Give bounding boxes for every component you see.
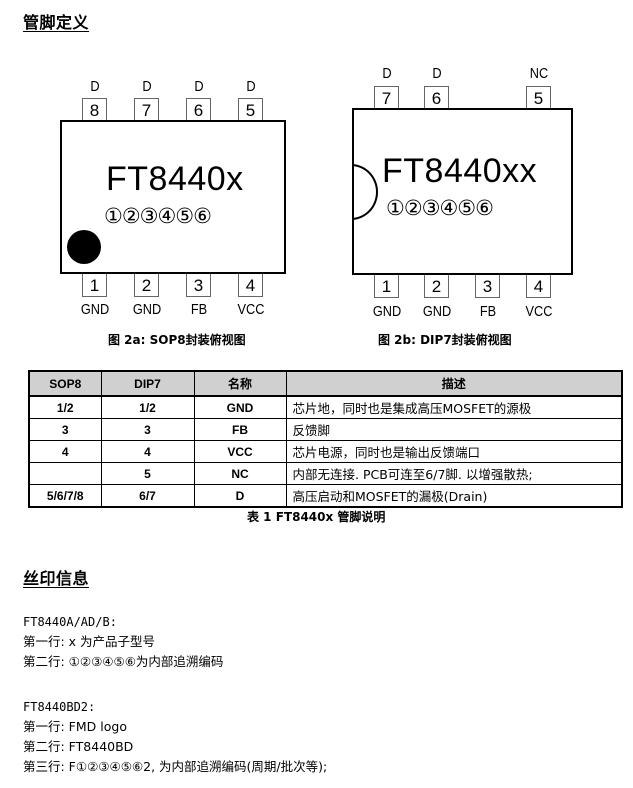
dip7-pin-label: FB [479, 303, 497, 320]
table-row: 1/2 1/2 GND 芯片地，同时也是集成高压MOSFET的源极 [28, 395, 623, 419]
table-row: 5/6/7/8 6/7 D 高压启动和MOSFET的漏极(Drain) [28, 484, 623, 508]
dip7-pin: 7 [374, 86, 399, 109]
marking-group-1: FT8440A/AD/B: 第一行: x 为产品子型号 第二行: ①②③④⑤⑥为… [23, 612, 223, 672]
cell-name: GND [193, 395, 287, 419]
dip7-caption: 图 2b: DIP7封装俯视图 [378, 333, 512, 347]
marking-line: 第三行: F①②③④⑤⑥2, 为内部追溯编码(周期/批次等); [23, 759, 328, 774]
cell-sop8 [28, 462, 102, 485]
pin-description-table: SOP8 DIP7 名称 描述 1/2 1/2 GND 芯片地，同时也是集成高压… [28, 370, 623, 508]
sop8-pin-label: D [142, 78, 152, 95]
table-row: 4 4 VCC 芯片电源，同时也是输出反馈端口 [28, 440, 623, 463]
marking-line: 第一行: x 为产品子型号 [23, 634, 156, 649]
cell-dip7: 1/2 [100, 395, 195, 419]
dip7-pin-label: VCC [525, 303, 553, 320]
sop8-chip-code: ①②③④⑤⑥ [104, 204, 212, 228]
dip7-pin: 5 [526, 86, 551, 109]
sop8-pin: 3 [186, 274, 211, 297]
cell-dip7: 6/7 [100, 484, 195, 508]
cell-name: NC [193, 462, 287, 485]
dip7-chip-code: ①②③④⑤⑥ [386, 196, 494, 220]
table-row: 5 NC 内部无连接. PCB可连至6/7脚. 以增强散热; [28, 462, 623, 485]
column-header: SOP8 [28, 370, 102, 397]
cell-desc: 反馈脚 [285, 418, 623, 441]
marking-model: FT8440A/AD/B: [23, 615, 117, 629]
marking-line: 第二行: FT8440BD [23, 739, 134, 754]
cell-dip7: 4 [100, 440, 195, 463]
cell-desc: 芯片电源，同时也是输出反馈端口 [285, 440, 623, 463]
sop8-caption: 图 2a: SOP8封装俯视图 [108, 333, 246, 347]
cell-sop8: 1/2 [28, 395, 102, 419]
column-header: 名称 [193, 370, 287, 397]
dip7-pin: 3 [475, 275, 500, 298]
sop8-pin: 8 [82, 98, 107, 121]
cell-dip7: 3 [100, 418, 195, 441]
sop8-pin: 6 [186, 98, 211, 121]
marking-line: 第一行: FMD logo [23, 719, 127, 734]
sop8-pin-label: VCC [237, 301, 265, 318]
sop8-pin: 7 [134, 98, 159, 121]
sop8-pin-label: D [194, 78, 204, 95]
sop8-pin-label: D [90, 78, 100, 95]
column-header: DIP7 [100, 370, 195, 397]
marking-model: FT8440BD2: [23, 700, 96, 714]
sop8-pin: 4 [238, 274, 263, 297]
cell-sop8: 5/6/7/8 [28, 484, 102, 508]
cell-desc: 高压启动和MOSFET的漏极(Drain) [285, 484, 623, 508]
sop8-pin: 1 [82, 274, 107, 297]
dip7-pin: 2 [424, 275, 449, 298]
dip7-pin: 4 [526, 275, 551, 298]
table-row: 3 3 FB 反馈脚 [28, 418, 623, 441]
dip7-pin: 6 [424, 86, 449, 109]
marking-group-2: FT8440BD2: 第一行: FMD logo 第二行: FT8440BD 第… [23, 697, 327, 777]
marking-line: 第二行: ①②③④⑤⑥为内部追溯编码 [23, 654, 224, 669]
cell-desc: 芯片地，同时也是集成高压MOSFET的源极 [285, 395, 623, 419]
table-header-row: SOP8 DIP7 名称 描述 [28, 370, 623, 397]
section-title-pin-definition: 管脚定义 [23, 13, 90, 32]
dip7-pin-label: D [382, 65, 392, 82]
dip7-pin: 1 [374, 275, 399, 298]
sop8-chip-body: FT8440x ①②③④⑤⑥ [60, 120, 286, 274]
cell-name: VCC [193, 440, 287, 463]
pin1-dot-icon [67, 230, 101, 264]
cell-sop8: 4 [28, 440, 102, 463]
dip7-chip-name: FT8440xx [382, 152, 538, 190]
sop8-pin: 5 [238, 98, 263, 121]
cell-dip7: 5 [100, 462, 195, 485]
cell-name: D [193, 484, 287, 508]
chip-edge [352, 160, 354, 224]
cell-sop8: 3 [28, 418, 102, 441]
dip7-pin-label: GND [372, 303, 402, 320]
notch-mask [322, 150, 352, 240]
column-header: 描述 [285, 370, 623, 397]
dip7-pin-label: NC [529, 65, 549, 82]
table-caption: 表 1 FT8440x 管脚说明 [247, 510, 386, 524]
cell-name: FB [193, 418, 287, 441]
sop8-chip-name: FT8440x [106, 160, 244, 198]
sop8-pin-label: GND [132, 301, 162, 318]
dip7-pin-label: D [432, 65, 442, 82]
sop8-pin-label: D [246, 78, 256, 95]
sop8-pin: 2 [134, 274, 159, 297]
dip7-pin-label: GND [422, 303, 452, 320]
sop8-pin-label: FB [190, 301, 208, 318]
cell-desc: 内部无连接. PCB可连至6/7脚. 以增强散热; [285, 462, 623, 485]
section-title-marking: 丝印信息 [23, 569, 90, 588]
sop8-pin-label: GND [80, 301, 110, 318]
dip7-chip-body: FT8440xx ①②③④⑤⑥ [322, 108, 573, 275]
